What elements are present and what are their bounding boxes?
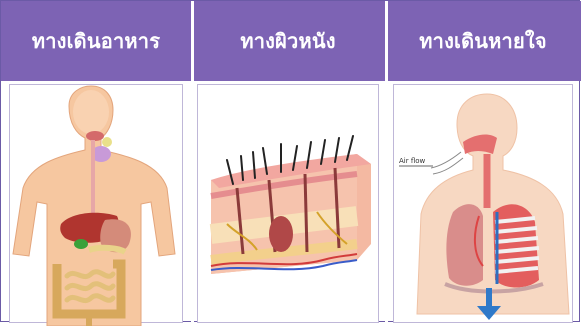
header-digestive-label: ทางเดินอาหาร xyxy=(32,25,160,57)
skin-panel xyxy=(197,81,379,323)
column-divider xyxy=(191,1,194,323)
header-respiratory: ทางเดินหายใจ xyxy=(385,1,581,81)
ribcage xyxy=(493,204,539,287)
skin-illustration xyxy=(197,84,379,326)
digestive-illustration xyxy=(9,84,183,326)
header-respiratory-label: ทางเดินหายใจ xyxy=(419,25,547,57)
respiratory-panel: Air flow xyxy=(393,81,573,323)
header-skin-label: ทางผิวหนัง xyxy=(240,25,335,57)
digestive-panel xyxy=(9,81,183,323)
airflow-label: Air flow xyxy=(399,157,426,165)
header-digestive: ทางเดินอาหาร xyxy=(1,1,191,81)
header-skin: ทางผิวหนัง xyxy=(191,1,385,81)
respiratory-illustration: Air flow xyxy=(393,84,573,326)
column-divider xyxy=(385,1,388,323)
